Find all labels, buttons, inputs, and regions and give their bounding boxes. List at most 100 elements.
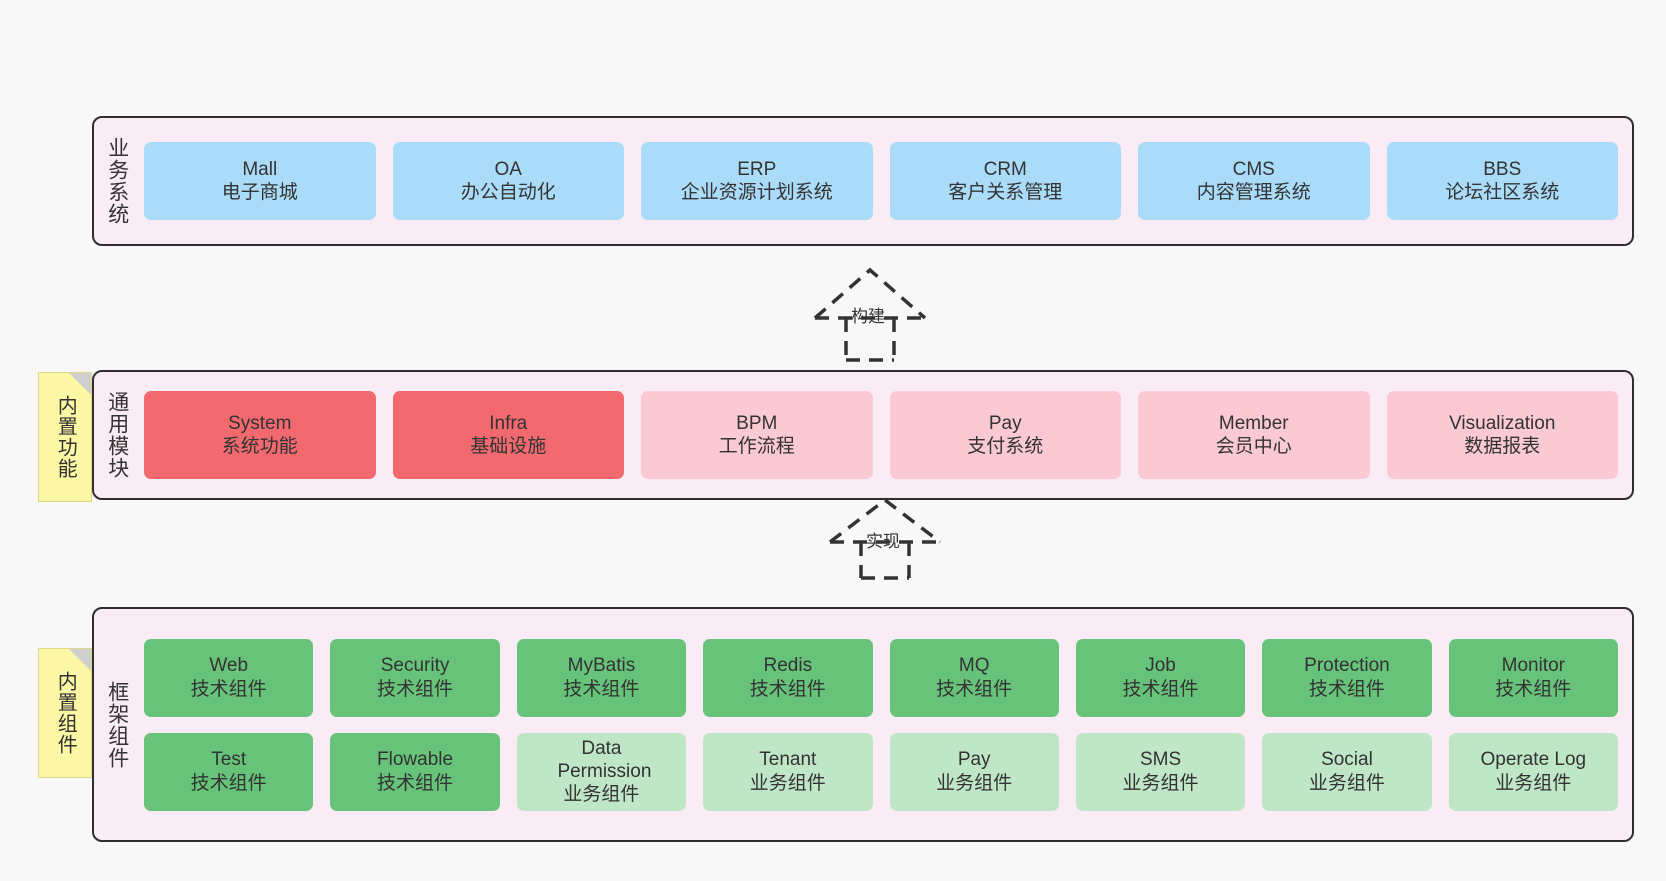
note-builtin-component[interactable]: 内置组件 (38, 648, 92, 778)
module-row: Web 技术组件 Security 技术组件 MyBatis 技术组件 Redi… (144, 638, 1618, 717)
module-subtitle: 技术组件 (1122, 678, 1199, 700)
module-box-tenant[interactable]: Tenant 业务组件 (703, 732, 873, 811)
module-title: Protection (1304, 655, 1390, 677)
module-subtitle: 论坛社区系统 (1445, 182, 1560, 203)
layer-label-framework-component: 框架组件 (105, 680, 129, 769)
module-title: CRM (983, 158, 1027, 180)
module-box-oa[interactable]: OA 办公自动化 (392, 142, 624, 220)
module-box-system[interactable]: System 系统功能 (144, 391, 376, 479)
module-title: Monitor (1501, 655, 1565, 677)
module-subtitle: 业务组件 (1495, 772, 1572, 794)
module-subtitle: 业务组件 (936, 772, 1013, 794)
module-subtitle: 支付系统 (967, 436, 1044, 457)
layer-common-module: 通用模块 System 系统功能 Infra 基础设施 BPM 工作流程 Pay… (92, 370, 1634, 500)
module-title: Redis (763, 655, 813, 677)
module-subtitle: 企业资源计划系统 (680, 182, 833, 203)
module-title: Tenant (759, 749, 817, 771)
module-box-infra[interactable]: Infra 基础设施 (392, 391, 624, 479)
module-box-flowable[interactable]: Flowable 技术组件 (330, 732, 500, 811)
layer-body-common-module: System 系统功能 Infra 基础设施 BPM 工作流程 Pay 支付系统… (140, 372, 1632, 498)
layer-business-system: 业务系统 Mall 电子商城 OA 办公自动化 ERP 企业资源计划系统 CRM… (92, 116, 1634, 246)
module-box-web[interactable]: Web 技术组件 (144, 638, 314, 717)
module-subtitle: 技术组件 (377, 772, 454, 794)
module-box-mall[interactable]: Mall 电子商城 (144, 142, 376, 220)
module-title: Social (1321, 749, 1373, 771)
module-box-member[interactable]: Member 会员中心 (1138, 391, 1370, 479)
module-box-job[interactable]: Job 技术组件 (1075, 638, 1246, 717)
connector-implement: 实现 (810, 492, 960, 580)
module-title: Operate Log (1480, 749, 1587, 771)
module-box-security[interactable]: Security 技术组件 (330, 638, 500, 717)
module-box-cms[interactable]: CMS 内容管理系统 (1138, 142, 1370, 220)
module-title: Infra (489, 412, 528, 434)
module-subtitle: 基础设施 (470, 436, 547, 457)
module-subtitle: 业务组件 (1308, 772, 1385, 794)
layer-label-common-module: 通用模块 (105, 391, 129, 479)
module-title: Mall (242, 158, 278, 180)
layer-framework-component: 框架组件 Web 技术组件 Security 技术组件 MyBatis 技术组件… (92, 607, 1634, 842)
module-title: Pay (988, 412, 1022, 434)
module-box-mybatis[interactable]: MyBatis 技术组件 (516, 638, 687, 717)
connector-build-icon (813, 267, 927, 362)
module-box-pay-component[interactable]: Pay 业务组件 (889, 732, 1059, 811)
module-subtitle: 技术组件 (1308, 678, 1385, 700)
module-title: SMS (1139, 749, 1182, 771)
module-box-monitor[interactable]: Monitor 技术组件 (1448, 638, 1618, 717)
module-subtitle: 业务组件 (749, 772, 826, 794)
module-box-visualization[interactable]: Visualization 数据报表 (1386, 391, 1618, 479)
module-box-pay[interactable]: Pay 支付系统 (889, 391, 1121, 479)
module-subtitle: 技术组件 (1495, 678, 1572, 700)
module-box-social[interactable]: Social 业务组件 (1262, 732, 1432, 811)
module-row: Test 技术组件 Flowable 技术组件 Data Permission … (144, 732, 1618, 811)
module-title: MQ (958, 655, 990, 677)
module-title: Job (1145, 655, 1176, 677)
module-title: Test (211, 749, 247, 771)
module-title: Data Permission (557, 737, 652, 782)
module-subtitle: 技术组件 (190, 678, 267, 700)
module-row: Mall 电子商城 OA 办公自动化 ERP 企业资源计划系统 CRM 客户关系… (144, 142, 1618, 220)
note-text: 内置组件 (54, 671, 77, 755)
module-subtitle: 技术组件 (563, 678, 640, 700)
module-subtitle: 业务组件 (563, 784, 640, 806)
module-box-crm[interactable]: CRM 客户关系管理 (889, 142, 1121, 220)
module-title: Member (1218, 412, 1289, 434)
connector-build-label: 构建 (851, 307, 885, 326)
note-builtin-function[interactable]: 内置功能 (38, 372, 92, 502)
module-title: Pay (957, 749, 991, 771)
note-text: 内置功能 (54, 395, 77, 479)
module-subtitle: 数据报表 (1464, 436, 1541, 457)
module-title: Web (209, 655, 249, 677)
note-fold-icon (69, 649, 91, 671)
module-subtitle: 技术组件 (749, 678, 826, 700)
module-box-redis[interactable]: Redis 技术组件 (703, 638, 873, 717)
module-box-bbs[interactable]: BBS 论坛社区系统 (1386, 142, 1618, 220)
module-title: MyBatis (567, 655, 636, 677)
module-subtitle: 技术组件 (190, 772, 267, 794)
module-box-protection[interactable]: Protection 技术组件 (1262, 638, 1432, 717)
module-subtitle: 系统功能 (221, 436, 298, 457)
module-title: OA (494, 158, 522, 180)
module-subtitle: 技术组件 (936, 678, 1013, 700)
module-title: CMS (1232, 158, 1275, 180)
module-subtitle: 客户关系管理 (948, 182, 1063, 203)
connector-implement-label: 实现 (866, 532, 900, 551)
layer-body-framework-component: Web 技术组件 Security 技术组件 MyBatis 技术组件 Redi… (140, 609, 1632, 840)
module-box-mq[interactable]: MQ 技术组件 (889, 638, 1059, 717)
module-title: BBS (1483, 158, 1522, 180)
module-box-erp[interactable]: ERP 企业资源计划系统 (641, 142, 873, 220)
module-subtitle: 内容管理系统 (1196, 182, 1311, 203)
module-box-data-permission[interactable]: Data Permission 业务组件 (516, 732, 687, 811)
module-title: Flowable (377, 749, 454, 771)
module-title: BPM (736, 412, 778, 434)
module-title: ERP (737, 158, 777, 180)
layer-label-business-system: 业务系统 (105, 137, 129, 225)
module-box-sms[interactable]: SMS 业务组件 (1075, 732, 1246, 811)
module-title: System (228, 412, 292, 434)
module-box-operate-log[interactable]: Operate Log 业务组件 (1448, 732, 1618, 811)
module-subtitle: 办公自动化 (460, 182, 556, 203)
module-subtitle: 工作流程 (718, 436, 795, 457)
module-box-test[interactable]: Test 技术组件 (144, 732, 314, 811)
module-box-bpm[interactable]: BPM 工作流程 (641, 391, 873, 479)
module-subtitle: 会员中心 (1215, 436, 1292, 457)
